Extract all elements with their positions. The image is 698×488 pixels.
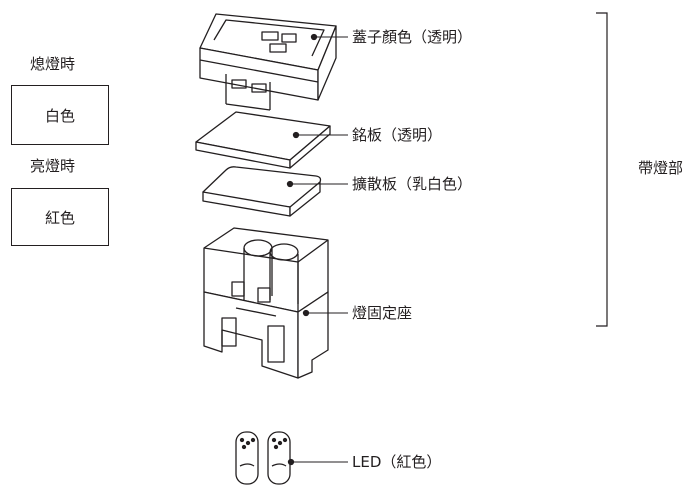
leader-lines bbox=[290, 36, 348, 463]
nameplate-label: 銘板（透明） bbox=[352, 126, 443, 144]
off-state-color-label: 白色 bbox=[44, 106, 75, 125]
lamp-holder-part bbox=[203, 227, 329, 379]
on-state-color-label: 紅色 bbox=[44, 208, 75, 227]
on-state-color-box: 紅色 bbox=[11, 188, 109, 246]
lamp-holder-label: 燈固定座 bbox=[352, 304, 413, 322]
led-label: LED（紅色） bbox=[352, 453, 442, 471]
lighted-section-label: 帶燈部 bbox=[638, 159, 684, 177]
nameplate-part bbox=[195, 111, 331, 169]
off-state-heading: 熄燈時 bbox=[30, 55, 76, 73]
diffuser-part bbox=[202, 166, 322, 217]
on-state-heading: 亮燈時 bbox=[30, 157, 76, 175]
cover-label: 蓋子顏色（透明） bbox=[352, 28, 473, 46]
transparent-cover-part bbox=[199, 13, 337, 111]
group-bracket bbox=[596, 12, 608, 327]
off-state-color-box: 白色 bbox=[11, 85, 109, 145]
diffuser-label: 擴散板（乳白色） bbox=[352, 175, 473, 193]
led-part bbox=[235, 431, 295, 485]
